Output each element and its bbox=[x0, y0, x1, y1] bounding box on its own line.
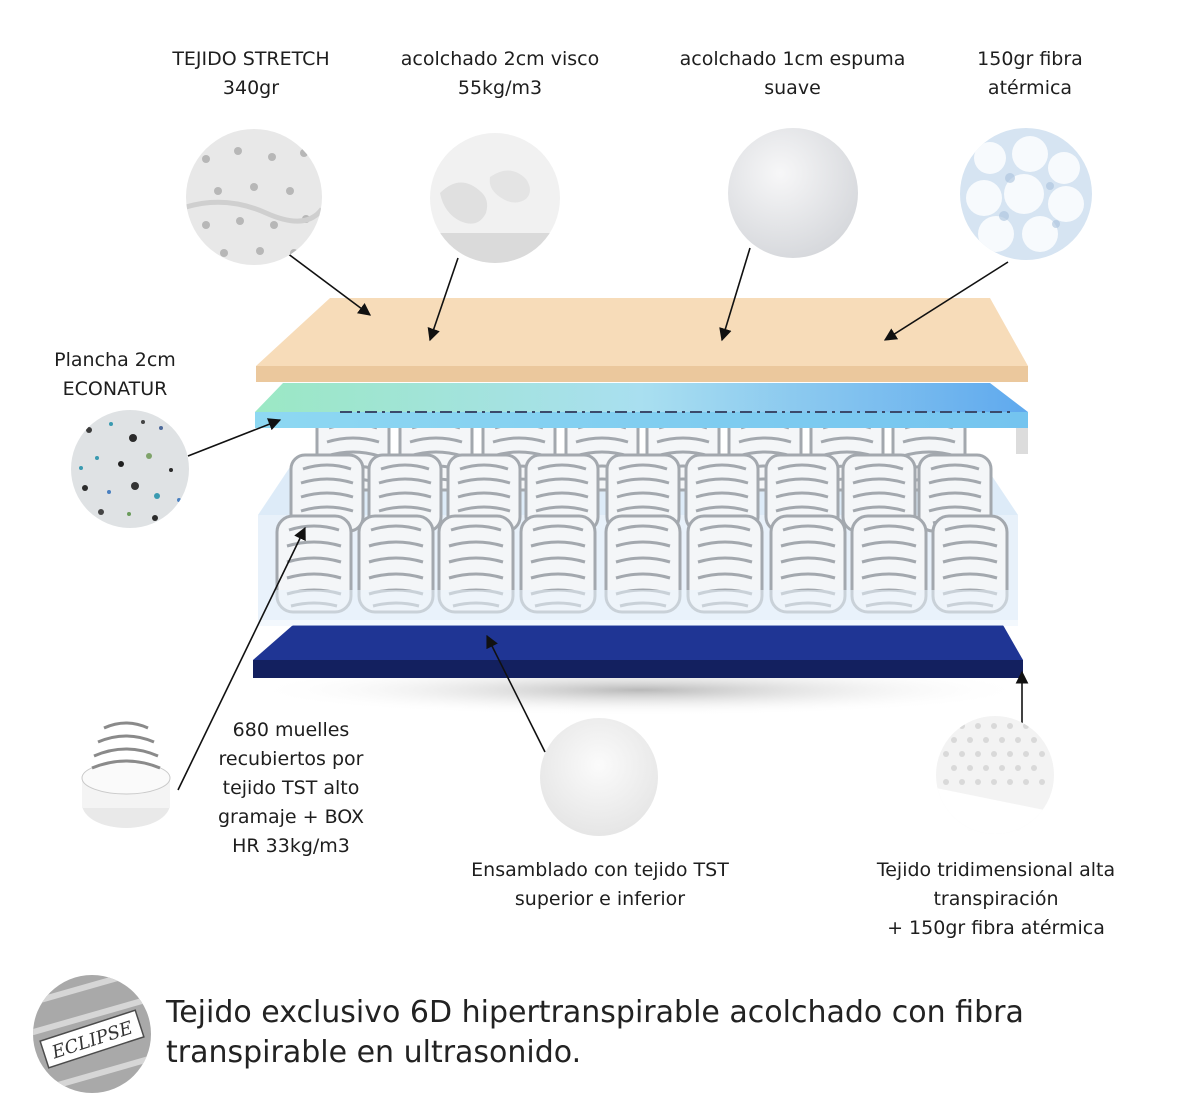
footer-description: Tejido exclusivo 6D hipertranspirable ac… bbox=[166, 995, 1024, 1070]
pointer-arrows bbox=[177, 247, 1029, 791]
eclipse-logo-icon: ECLIPSE bbox=[33, 975, 151, 1093]
arrow-muelles bbox=[177, 526, 306, 791]
label-acolchado-espuma: acolchado 1cm espuma suave bbox=[679, 48, 906, 99]
memory-foam-texture-icon bbox=[430, 133, 560, 263]
label-muelles: 680 muelles recubiertos por tejido TST a… bbox=[217, 719, 365, 857]
pocket-springs-block bbox=[258, 412, 1018, 626]
arrow-stretch bbox=[286, 252, 372, 316]
quilted-fabric-texture-icon bbox=[186, 129, 322, 265]
3d-mesh-fabric-texture-icon bbox=[936, 716, 1054, 834]
label-acolchado-visco: acolchado 2cm visco 55kg/m3 bbox=[400, 48, 600, 99]
arrow-fibra bbox=[883, 261, 1009, 341]
fiber-texture-icon bbox=[960, 128, 1092, 260]
label-fibra-atermica: 150gr fibra atérmica bbox=[977, 48, 1083, 99]
label-plancha-econatur: Plancha 2cm ECONATUR bbox=[54, 349, 176, 400]
arrow-plancha bbox=[187, 418, 282, 457]
arrow-ensamblado bbox=[486, 634, 546, 753]
label-ensamblado: Ensamblado con tejido TST superior e inf… bbox=[471, 859, 729, 910]
soft-foam-texture-icon bbox=[728, 128, 858, 258]
label-tejido-stretch: TEJIDO STRETCH 340gr bbox=[172, 48, 330, 99]
recycled-foam-texture-icon bbox=[71, 410, 189, 528]
arrow-espuma bbox=[719, 247, 751, 342]
plancha-foam-layer bbox=[255, 383, 1028, 454]
pocket-spring-icon bbox=[74, 712, 180, 836]
tst-fabric-texture-icon bbox=[540, 718, 658, 836]
bottom-tst-layer bbox=[253, 625, 1023, 678]
arrow-visco bbox=[427, 257, 459, 342]
label-tejido-tridimensional: Tejido tridimensional alta transpiración… bbox=[876, 859, 1116, 939]
top-stretch-layer bbox=[256, 298, 1028, 382]
